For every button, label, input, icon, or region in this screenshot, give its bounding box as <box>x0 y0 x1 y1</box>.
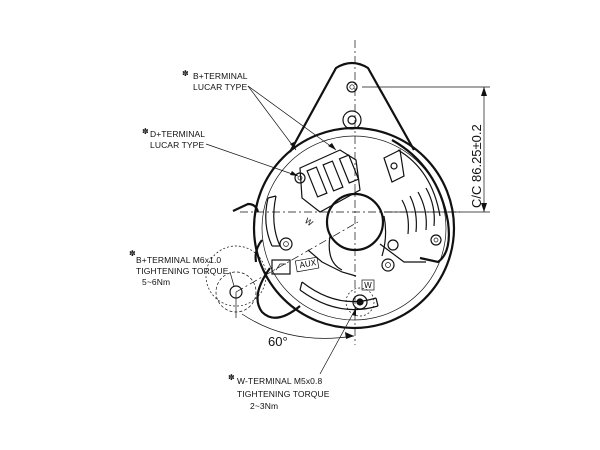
leader-circles <box>205 245 375 317</box>
dimension-text: C/C 86.25±0.2 <box>469 124 484 208</box>
center-distance-dimension: C/C 86.25±0.2 <box>362 86 490 213</box>
svg-text:W-TERMINAL M5x0.8: W-TERMINAL M5x0.8 <box>237 376 322 386</box>
svg-text:LUCAR TYPE: LUCAR TYPE <box>150 140 204 150</box>
regulator-terminals: W <box>294 149 361 228</box>
bearing-boss <box>279 192 399 271</box>
leader-lines <box>205 85 357 375</box>
svg-text:TIGHTENING TORQUE: TIGHTENING TORQUE <box>136 266 229 276</box>
svg-text:W: W <box>364 281 372 290</box>
svg-text:W: W <box>303 216 315 228</box>
svg-text:5~6Nm: 5~6Nm <box>142 277 170 287</box>
svg-text:✽: ✽ <box>142 127 149 136</box>
svg-text:✽: ✽ <box>228 373 235 382</box>
svg-text:TIGHTENING TORQUE: TIGHTENING TORQUE <box>237 389 330 399</box>
svg-text:B+TERMINAL M6x1.0: B+TERMINAL M6x1.0 <box>136 255 221 265</box>
aux-w-terminals: AUX W <box>271 249 375 310</box>
terminal-stud <box>381 258 395 272</box>
mounting-ear <box>289 61 415 153</box>
svg-text:2~3Nm: 2~3Nm <box>250 401 278 411</box>
callout-w-terminal-m5: ✽ W-TERMINAL M5x0.8 TIGHTENING TORQUE 2~… <box>228 373 330 411</box>
aux-plug <box>271 259 291 275</box>
svg-text:D+TERMINAL: D+TERMINAL <box>150 129 205 139</box>
svg-text:AUX: AUX <box>299 258 318 270</box>
svg-text:LUCAR TYPE: LUCAR TYPE <box>193 82 247 92</box>
through-bolt <box>279 237 293 251</box>
mounting-hole <box>346 81 358 93</box>
svg-text:B+TERMINAL: B+TERMINAL <box>193 71 248 81</box>
vent-slots <box>265 195 379 311</box>
centerlines <box>235 40 460 345</box>
ear-boss <box>342 110 362 130</box>
w-terminal-stud <box>352 294 368 310</box>
svg-text:✽: ✽ <box>182 69 189 78</box>
housing <box>229 126 456 330</box>
rectifier-heatsink <box>379 139 450 272</box>
callout-d-terminal-lucar: ✽ D+TERMINAL LUCAR TYPE <box>142 127 205 150</box>
svg-text:✽: ✽ <box>129 249 136 258</box>
callout-b-terminal-m6: ✽ B+TERMINAL M6x1.0 TIGHTENING TORQUE 5~… <box>129 249 229 287</box>
angle-dimension: 60° <box>235 292 355 349</box>
angle-text: 60° <box>268 334 288 349</box>
callout-b-terminal-lucar: ✽ B+TERMINAL LUCAR TYPE <box>182 69 248 92</box>
